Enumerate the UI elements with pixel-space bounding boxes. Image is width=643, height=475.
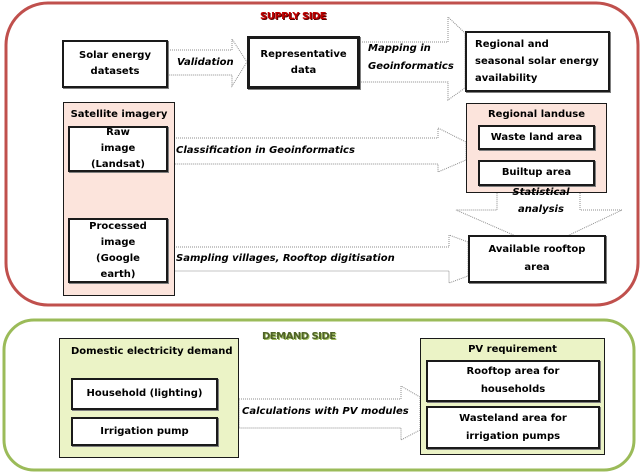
- household-lighting-box: Household (lighting): [71, 378, 218, 410]
- regional-landuse-title: Regional landuse: [487, 109, 586, 120]
- rooftop-area-households-text: Rooftop area for households: [466, 366, 560, 395]
- domestic-electricity-demand-title: Domestic electricity demand: [71, 346, 233, 357]
- waste-land-area-text: Waste land area: [490, 131, 583, 143]
- pv-requirement-title: PV requirement: [468, 344, 557, 355]
- processed-image-text: Processed image (Google earth): [89, 220, 147, 280]
- wasteland-area-pumps-box: Wasteland area for irrigation pumps: [426, 406, 600, 449]
- solar-energy-datasets-box: Solar energy datasets: [62, 40, 168, 88]
- mapping-label: Mapping in Geoinformatics: [368, 41, 454, 75]
- supply-side-title: SUPPLY SIDE: [260, 11, 327, 22]
- calculations-arrow: [238, 385, 421, 441]
- regional-solar-availability-box: Regional and seasonal solar energy avail…: [465, 31, 610, 92]
- available-rooftop-area-box: Available rooftop area: [468, 235, 606, 283]
- raw-image-box: Raw image (Landsat): [68, 126, 168, 172]
- mapping-label-line2: Geoinformatics: [368, 61, 454, 72]
- statistical-analysis-line1: Statistical: [512, 187, 570, 198]
- rooftop-area-households-box: Rooftop area for households: [426, 360, 600, 402]
- mapping-label-line1: Mapping in: [368, 43, 431, 54]
- representative-data-text: Representative data: [260, 48, 347, 76]
- demand-side-title: DEMAND SIDE: [262, 331, 336, 342]
- mapping-arrow: [359, 15, 466, 101]
- irrigation-pump-box: Irrigation pump: [71, 417, 218, 446]
- demand-side-border: [2, 318, 636, 472]
- wasteland-area-pumps-text: Wasteland area for irrigation pumps: [459, 412, 567, 442]
- waste-land-area-box: Waste land area: [478, 125, 595, 150]
- satellite-imagery-title: Satellite imagery: [70, 109, 168, 120]
- calculations-label: Calculations with PV modules: [242, 406, 409, 417]
- representative-data-box: Representative data: [247, 36, 360, 89]
- raw-image-text: Raw image (Landsat): [90, 127, 146, 170]
- regional-solar-availability-text: Regional and seasonal solar energy avail…: [475, 39, 599, 84]
- classification-arrow: [167, 127, 467, 173]
- solar-energy-datasets-text: Solar energy datasets: [79, 50, 151, 77]
- validation-label: Validation: [177, 57, 234, 68]
- sampling-arrow: [167, 234, 469, 284]
- builtup-area-text: Builtup area: [501, 167, 572, 178]
- builtup-area-box: Builtup area: [478, 160, 595, 186]
- sampling-label: Sampling villages, Rooftop digitisation: [176, 253, 395, 264]
- supply-side-border: [4, 1, 640, 307]
- available-rooftop-area-text: Available rooftop area: [488, 244, 586, 273]
- irrigation-pump-text: Irrigation pump: [100, 425, 189, 437]
- classification-label: Classification in Geoinformatics: [176, 145, 355, 156]
- statistical-analysis-label: Statistical analysis: [510, 184, 572, 218]
- processed-image-box: Processed image (Google earth): [68, 218, 168, 283]
- household-lighting-text: Household (lighting): [86, 388, 203, 399]
- validation-arrow: [167, 37, 248, 88]
- statistical-analysis-line2: analysis: [518, 204, 564, 215]
